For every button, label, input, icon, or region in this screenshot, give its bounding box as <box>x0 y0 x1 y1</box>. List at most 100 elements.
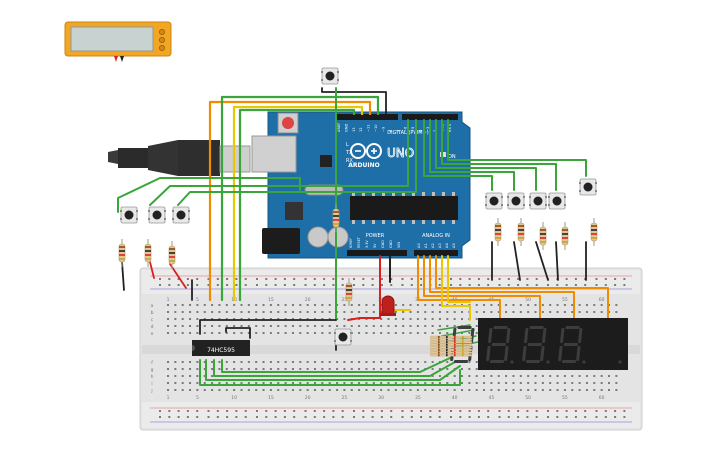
pin-label: RESET <box>357 236 361 248</box>
push-buttons[interactable] <box>120 67 597 346</box>
pin-label: A2 <box>431 243 435 248</box>
row-letter: g <box>151 368 154 373</box>
push-button[interactable] <box>334 328 352 346</box>
row-letter: d <box>151 324 154 330</box>
digit <box>522 326 586 364</box>
push-button[interactable] <box>485 192 503 210</box>
multimeter-port-icon[interactable] <box>159 29 165 35</box>
pin-label: IOREF <box>349 238 353 248</box>
pin-label: A4 <box>445 243 449 248</box>
push-button[interactable] <box>579 178 597 196</box>
pin-label: ~5 <box>411 127 415 132</box>
column-number: 1 <box>167 297 170 303</box>
multimeter[interactable] <box>64 21 172 62</box>
row-letter: i <box>151 381 152 387</box>
column-number: 60 <box>599 297 605 303</box>
pin-label: GND <box>381 240 385 248</box>
row-letter: a <box>151 304 154 309</box>
row-letter: b <box>151 310 154 316</box>
digit <box>486 326 550 364</box>
resistor[interactable] <box>494 218 502 246</box>
push-button[interactable] <box>507 192 525 210</box>
resistor[interactable] <box>332 204 340 232</box>
analog-header[interactable] <box>414 250 458 256</box>
pin-label: 7 <box>396 130 400 132</box>
pin-label: RX 0 <box>448 123 452 132</box>
push-button[interactable] <box>148 206 166 224</box>
ic-label: 74HC595 <box>207 347 235 354</box>
resistor[interactable] <box>144 239 152 267</box>
digital-header-right[interactable] <box>402 114 458 120</box>
resistor[interactable] <box>429 341 473 344</box>
resistors[interactable] <box>118 204 598 306</box>
pin-label: A3 <box>438 243 442 248</box>
resistor[interactable] <box>429 354 473 357</box>
resistor[interactable] <box>118 239 126 267</box>
pin-label: ~9 <box>381 126 385 132</box>
push-button[interactable] <box>120 206 138 224</box>
resistor[interactable] <box>429 348 473 352</box>
resistor[interactable] <box>517 218 525 246</box>
push-button[interactable] <box>172 206 190 224</box>
column-number: 40 <box>452 395 458 401</box>
resistor[interactable] <box>539 222 547 250</box>
resistor[interactable] <box>168 241 176 269</box>
resistor[interactable] <box>429 351 473 354</box>
push-button[interactable] <box>529 192 547 210</box>
column-number: 20 <box>305 297 311 303</box>
pin-label: 5V <box>373 243 377 248</box>
push-button[interactable] <box>548 192 566 210</box>
pin-label: 12 <box>359 127 363 132</box>
arduino-logo-text: ARDUINO <box>348 162 379 169</box>
column-number: 5 <box>196 395 199 401</box>
row-letter: f <box>151 360 153 366</box>
push-button[interactable] <box>321 67 339 85</box>
resistor[interactable] <box>345 278 353 306</box>
column-number: 1 <box>167 395 170 401</box>
pin-label: ~6 <box>404 126 408 132</box>
pin-label: 13 <box>352 127 356 132</box>
pin-label: ~3 <box>426 127 430 132</box>
analog-label: ANALOG IN <box>422 233 450 239</box>
resistor[interactable] <box>429 346 473 349</box>
pin-label: A5 <box>452 243 456 248</box>
resistor[interactable] <box>561 222 569 250</box>
column-number: 30 <box>378 395 384 401</box>
pin-label: GND <box>344 124 348 132</box>
resistor[interactable] <box>429 338 473 341</box>
pin-label: 8 <box>389 129 393 132</box>
reset-button[interactable] <box>282 117 294 129</box>
multimeter-port-icon[interactable] <box>159 45 165 51</box>
resistor-bank[interactable] <box>429 335 473 357</box>
column-number: 30 <box>378 297 384 303</box>
wires[interactable] <box>117 87 609 386</box>
pin-label: A0 <box>417 243 421 248</box>
pin-label: 3.3V <box>365 240 369 248</box>
column-number: 25 <box>342 395 348 401</box>
probe-black-icon[interactable] <box>120 56 124 62</box>
column-number: 50 <box>525 297 531 303</box>
multimeter-port-icon[interactable] <box>159 37 165 43</box>
column-number: 15 <box>268 297 274 303</box>
usb-cable[interactable] <box>108 140 251 176</box>
small-chip <box>320 155 332 167</box>
capacitor <box>327 226 349 248</box>
shift-register-74hc595[interactable]: 74HC595 <box>192 340 250 356</box>
probe-red-icon[interactable] <box>114 56 118 62</box>
pin-label: AREF <box>337 123 341 132</box>
column-number: 60 <box>599 395 605 401</box>
led[interactable] <box>380 295 396 316</box>
resistor[interactable] <box>429 343 473 346</box>
column-number: 5 <box>196 297 199 303</box>
power-header[interactable] <box>347 250 407 256</box>
seven-segment-display[interactable] <box>450 318 628 370</box>
resistor[interactable] <box>429 335 473 339</box>
on-label: ON <box>448 154 456 160</box>
digital-header-left[interactable] <box>336 114 398 120</box>
resistor[interactable] <box>590 218 598 246</box>
